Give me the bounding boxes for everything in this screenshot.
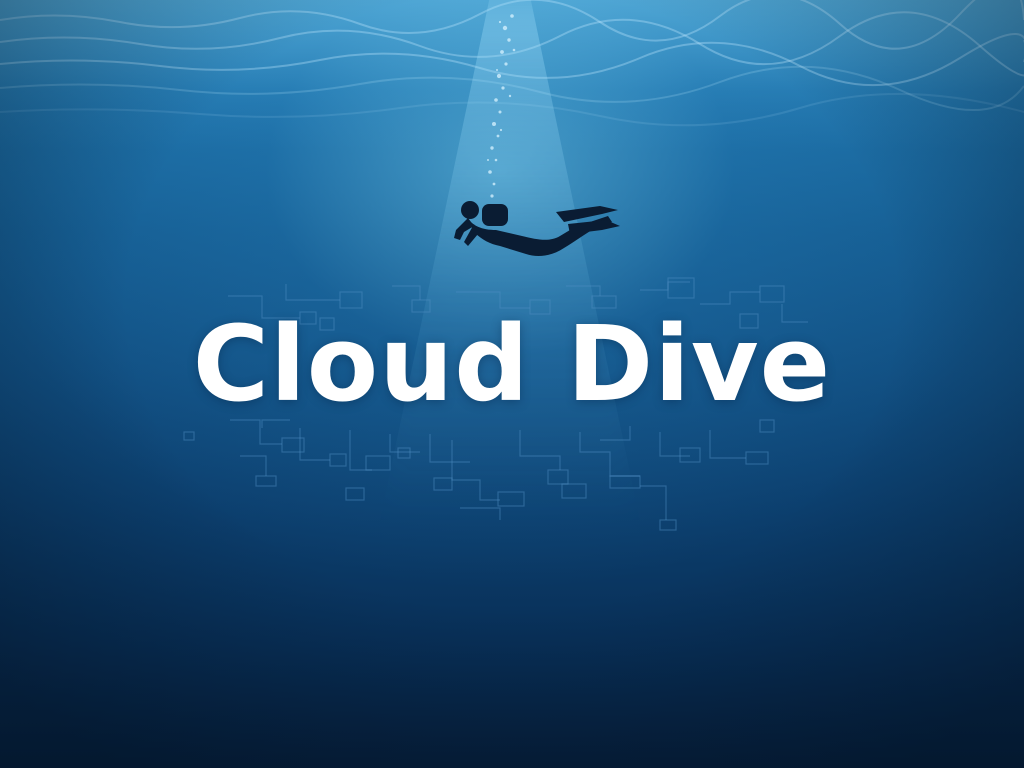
page-title: Cloud Dive <box>192 303 832 425</box>
water-surface <box>0 0 1024 150</box>
water-surface-ripples <box>0 0 1024 127</box>
scuba-diver-silhouette <box>454 201 620 256</box>
